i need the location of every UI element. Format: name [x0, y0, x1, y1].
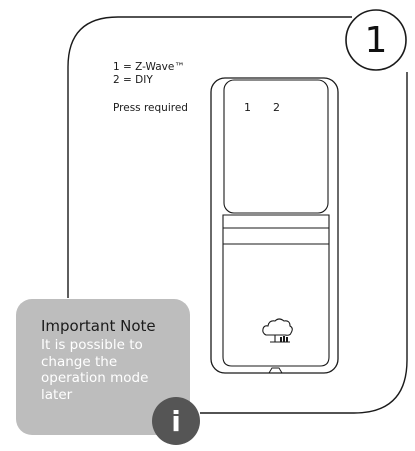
logo-house-icon — [280, 336, 288, 342]
info-icon: i — [152, 397, 200, 445]
switch-label-2: 2 — [273, 101, 280, 114]
switch-label-1: 1 — [244, 101, 251, 114]
step-circle — [345, 9, 407, 71]
device-lower-panel — [222, 214, 330, 367]
important-note-body: It is possible to change the operation m… — [41, 337, 149, 403]
legend-zwave: 1 = Z-Wave™ — [113, 61, 185, 73]
legend-diy: 2 = DIY — [113, 74, 153, 86]
device-bottom-notch — [268, 367, 283, 374]
legend-press-required: Press required — [113, 102, 188, 114]
important-note-title: Important Note — [41, 317, 156, 335]
frame-outline — [67, 16, 408, 414]
device-top-panel — [223, 79, 329, 214]
step-number: 1 — [364, 19, 388, 61]
